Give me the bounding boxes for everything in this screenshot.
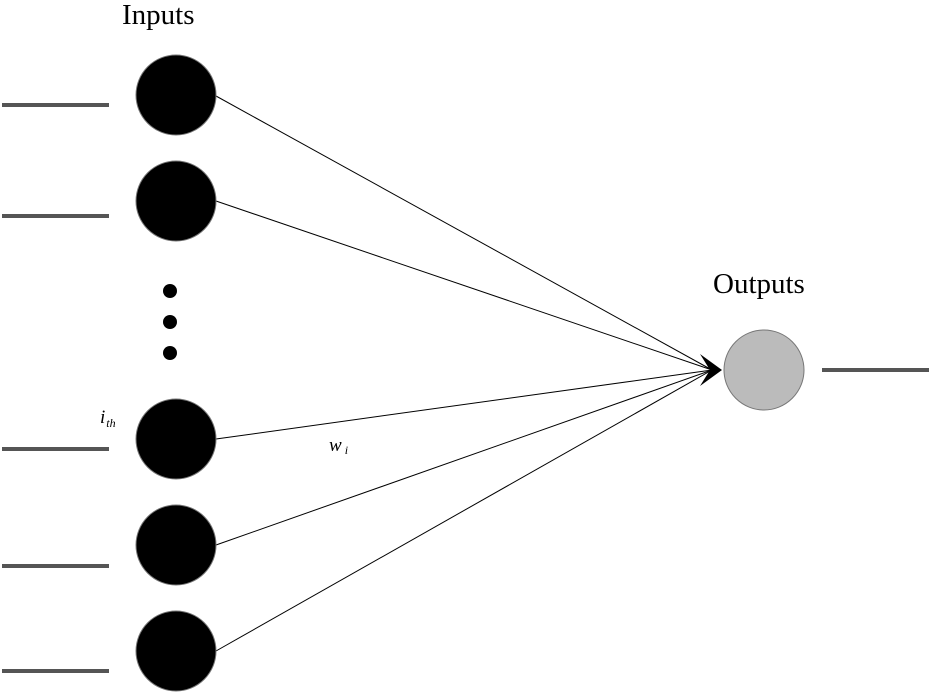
input-node-ith [135,398,217,480]
edge-ith [215,369,713,440]
input-node-2 [135,160,217,242]
ith-label-sub: th [106,416,115,430]
input-node-4 [135,504,217,586]
output-node [723,329,805,411]
input-node-1 [135,54,217,136]
input-node-5 [135,610,217,692]
arrowhead-icon [700,354,722,386]
ellipsis-dot-2 [163,315,177,329]
edge-4 [215,369,713,546]
outputs-title: Outputs [713,268,805,300]
ellipsis-dot-1 [163,284,177,298]
inputs-title: Inputs [122,0,195,31]
ith-label: ith [100,407,116,430]
edge-1 [215,95,713,371]
ith-label-base: i [100,407,105,428]
input-lines [2,103,109,673]
weight-label-sub: i [345,443,348,457]
input-nodes [135,54,217,692]
ellipsis-dot-3 [163,346,177,360]
weight-edges [215,95,713,652]
edge-2 [215,200,713,371]
weight-label-base: w [329,435,342,456]
edge-5 [215,369,713,652]
ellipsis-dots [163,284,177,360]
